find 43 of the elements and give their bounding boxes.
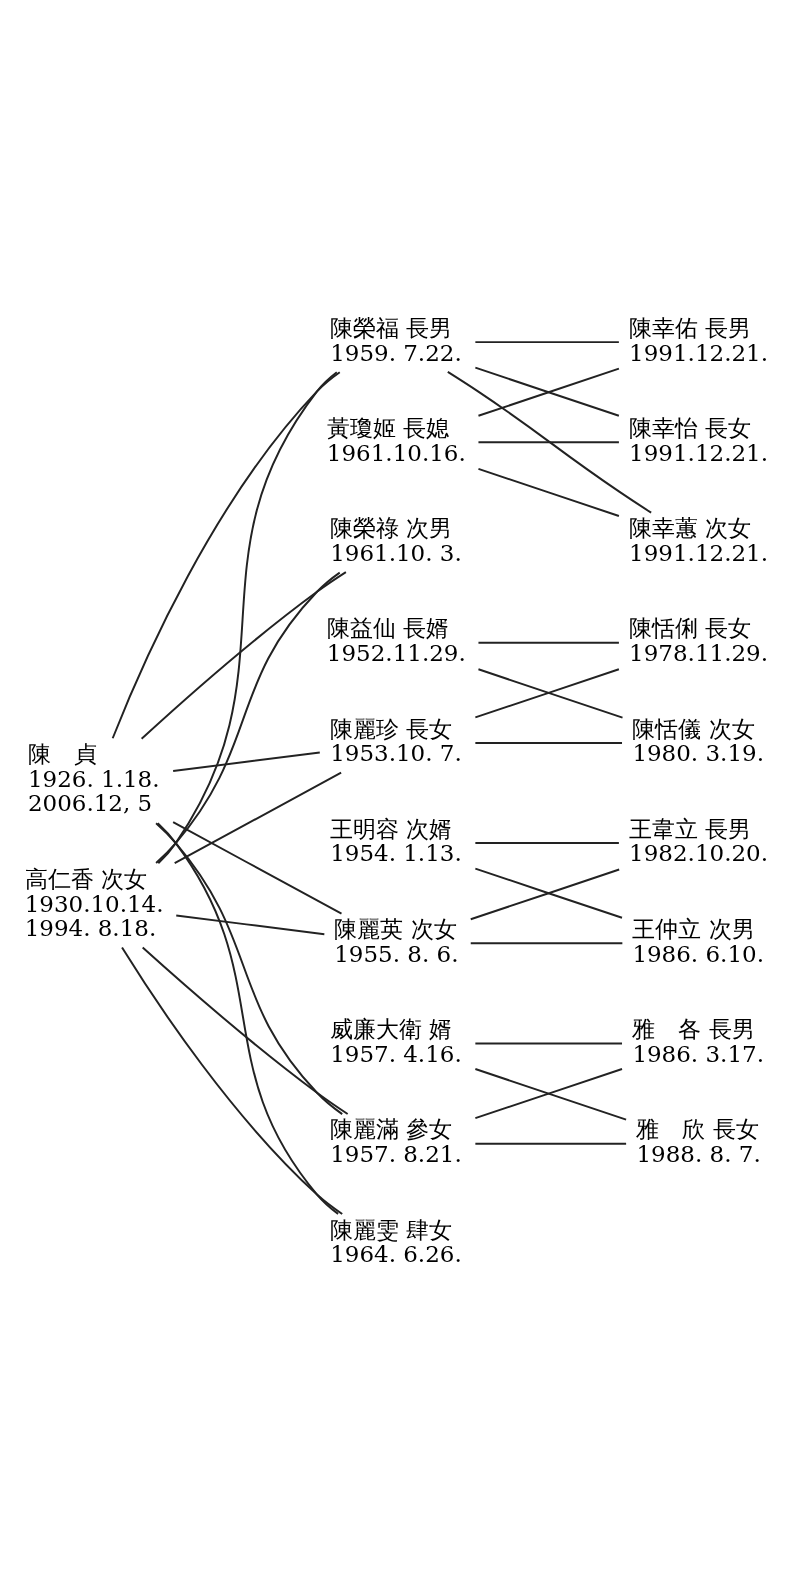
connector <box>474 741 623 744</box>
node-text: 黃瓊姬 長媳 1961.10.16. <box>326 415 466 466</box>
connector <box>474 1042 623 1045</box>
connector <box>121 946 344 1216</box>
node-text: 陳恬俐 長女 1978.11.29. <box>629 615 768 667</box>
node-text: 陳幸蕙 次女 1991.12.21. <box>629 515 768 566</box>
node-text: 威廉大衛 婿 1957. 4.16. <box>330 1016 462 1067</box>
connector <box>469 942 624 945</box>
connector <box>155 571 341 864</box>
node-text: 陳 貞 1926. 1.18. 2006.12, 5 <box>27 741 160 817</box>
connector <box>446 370 653 514</box>
node-text: 王明容 次婿 1954. 1.13. <box>330 815 462 867</box>
connector <box>155 822 344 1116</box>
connector <box>141 946 349 1115</box>
connector <box>477 641 620 644</box>
node-text: 陳榮祿 次男 1961.10. 3. <box>330 515 462 566</box>
connector <box>156 822 340 1215</box>
connector <box>157 371 338 865</box>
connector <box>474 842 620 845</box>
connector <box>172 751 321 773</box>
connector <box>111 371 341 740</box>
connector <box>474 1142 628 1145</box>
node-text: 陳麗雯 肆女 1964. 6.26. <box>330 1216 462 1268</box>
connector <box>172 821 343 915</box>
connector <box>477 467 620 517</box>
node-text: 陳益仙 長婿 1952.11.29. <box>326 615 466 667</box>
node-text: 陳麗珍 長女 1953.10. 7. <box>330 715 462 767</box>
node-text: 雅 各 長男 1986. 3.17. <box>632 1016 764 1067</box>
node-text: 陳恬儀 次女 1980. 3.19. <box>632 715 764 767</box>
node-text: 陳麗滿 參女 1957. 8.21. <box>330 1116 462 1168</box>
connector <box>474 341 620 344</box>
connector <box>477 441 620 444</box>
node-text: 陳幸佑 長男 1991.12.21. <box>629 314 768 366</box>
connector <box>140 571 347 740</box>
connector <box>173 771 343 865</box>
node-text: 陳麗英 次女 1955. 8. 6. <box>334 916 459 967</box>
node-text: 陳榮福 長男 1959. 7.22. <box>330 314 462 366</box>
connector <box>175 914 326 936</box>
node-text: 王仲立 次男 1986. 6.10. <box>632 916 764 967</box>
node-text: 高仁香 次女 1930.10.14. 1994. 8.18. <box>24 865 164 942</box>
node-text: 雅 欣 長女 1988. 8. 7. <box>636 1116 761 1168</box>
node-text: 陳幸怡 長女 1991.12.21. <box>629 415 768 466</box>
node-text: 王韋立 長男 1982.10.20. <box>629 815 768 867</box>
